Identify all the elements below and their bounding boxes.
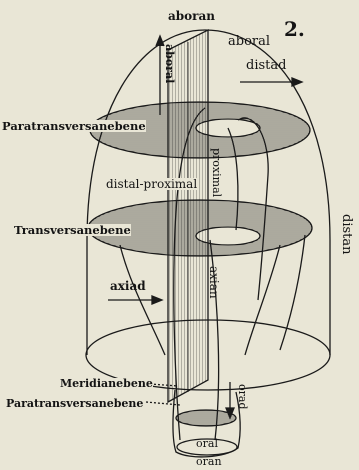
label-aboral: aboral	[228, 36, 270, 48]
label-meridian: Meridianebene	[60, 378, 153, 390]
label-aboral-vertical: aboral	[163, 44, 175, 83]
label-oran: oran	[196, 456, 222, 468]
label-orad: orad	[236, 384, 248, 409]
label-axiad: axiad	[110, 280, 146, 292]
label-aboran: aboran	[168, 10, 215, 22]
label-distan: distan	[340, 214, 352, 255]
label-distad: distad	[246, 60, 286, 72]
label-distal-proximal: distal-proximal	[106, 178, 197, 190]
label-paratransversal-top: Paratransversanebene	[2, 120, 146, 132]
label-proximal: proximal	[210, 148, 222, 197]
label-axian: axian	[208, 266, 220, 299]
label-oral: oral	[196, 438, 218, 450]
label-paratransversal-bottom: Paratransversanebene	[6, 398, 143, 410]
label-transversal: Transversanebene	[14, 224, 131, 236]
figure-number: 2.	[284, 18, 305, 40]
lower-tube-ring	[176, 410, 236, 426]
